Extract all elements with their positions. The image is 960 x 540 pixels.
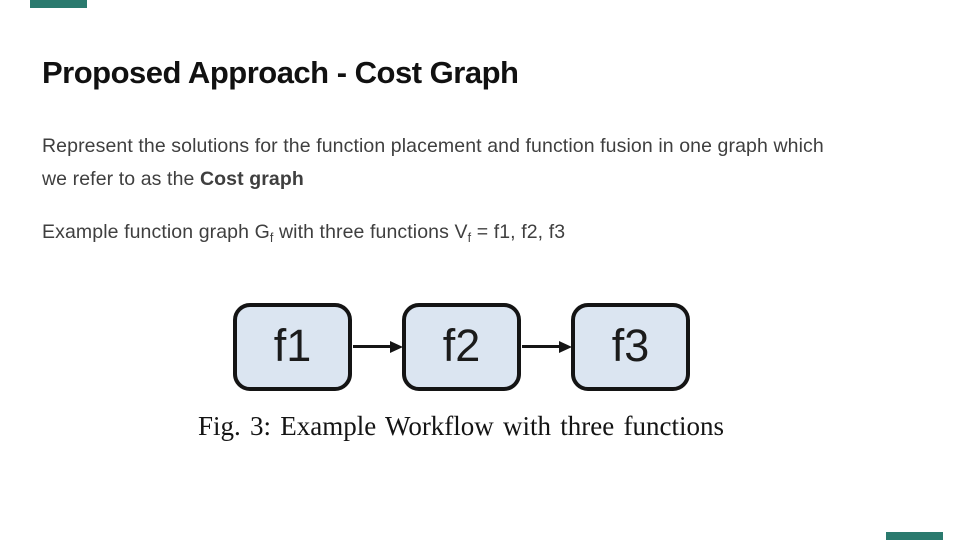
flow-arrow-icon xyxy=(522,345,559,348)
subscript-f: f xyxy=(467,231,472,246)
node-label: f2 xyxy=(442,320,481,371)
body-text: = f1, f2, f3 xyxy=(471,221,566,243)
body-line-2: we refer to as the Cost graph xyxy=(42,163,922,196)
accent-bar-top-left xyxy=(30,0,87,8)
body-paragraph-2: Example function graph Gf with three fun… xyxy=(42,216,922,249)
body-text: Represent the solutions for the function… xyxy=(42,135,824,157)
cost-graph-emphasis: Cost graph xyxy=(199,168,304,190)
accent-bar-bottom-right xyxy=(886,532,943,540)
figure-caption: Fig. 3: Example Workflow with three func… xyxy=(198,411,724,441)
function-node-f2: f2 xyxy=(402,303,521,391)
body-text: Example function graph G xyxy=(42,221,270,243)
body-text: with three functions V xyxy=(273,221,468,243)
workflow-figure: f1 f2 f3 Fig. 3: Example Workflow with t… xyxy=(170,290,752,455)
subscript-f: f xyxy=(269,231,274,246)
body-paragraph-1: Represent the solutions for the function… xyxy=(42,130,922,196)
flow-arrow-icon xyxy=(353,345,390,348)
slide-title: Proposed Approach - Cost Graph xyxy=(42,55,519,90)
node-label: f1 xyxy=(273,320,312,371)
body-line-1: Represent the solutions for the function… xyxy=(42,130,922,163)
function-node-f1: f1 xyxy=(233,303,352,391)
function-node-f3: f3 xyxy=(571,303,690,391)
body-text: we refer to as the xyxy=(42,168,200,190)
node-label: f3 xyxy=(611,320,650,371)
